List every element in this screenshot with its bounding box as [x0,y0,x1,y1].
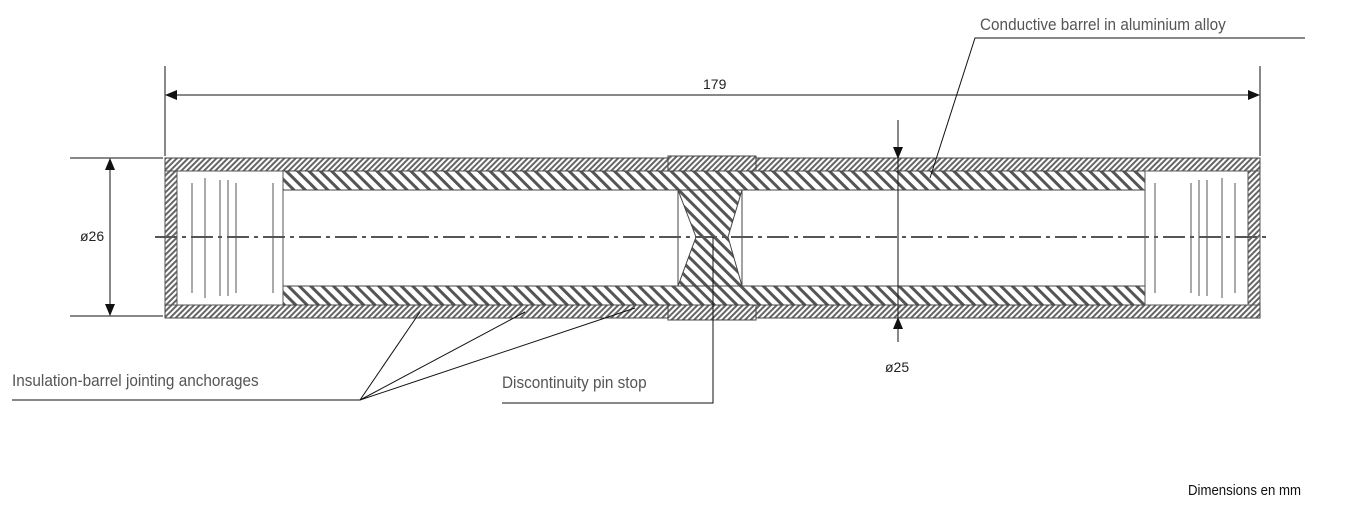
length-value: 179 [703,76,727,92]
label-insulation-anchorages: Insulation-barrel jointing anchorages [12,371,259,390]
outer-diameter-dimension [70,157,163,317]
inner-diameter-value: ø25 [885,359,910,375]
label-pin-stop: Discontinuity pin stop [502,373,647,392]
outer-diameter-value: ø26 [80,228,105,244]
units-note: Dimensions en mm [1188,482,1301,499]
label-conductive-barrel: Conductive barrel in aluminium alloy [980,15,1226,34]
length-dimension [164,66,1261,156]
leader-lines [12,37,1305,404]
